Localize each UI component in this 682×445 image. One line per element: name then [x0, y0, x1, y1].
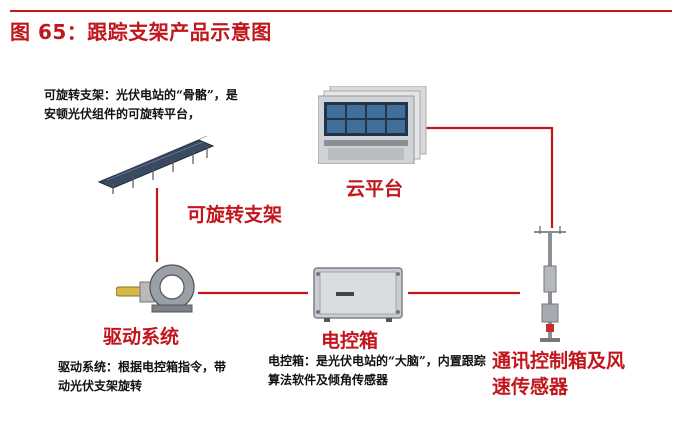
monitoring-screens-icon [317, 85, 428, 168]
comm-box-label: 通讯控制箱及风速传感器 [492, 350, 626, 398]
solar-tracker-array-icon [95, 132, 215, 198]
cloud-platform-label: 云平台 [346, 178, 404, 200]
control-box-icon [312, 266, 404, 326]
wind-sensor-pole-icon [528, 226, 572, 348]
page-title: 图 65：跟踪支架产品示意图 [10, 20, 272, 44]
title-rule [10, 10, 672, 12]
slewing-drive-icon [115, 262, 198, 318]
drive-system-description: 驱动系统：根据电控箱指令，带动光伏支架旋转 [58, 360, 227, 393]
drive-system-label: 驱动系统 [103, 326, 180, 348]
rotating-bracket-description: 可旋转支架：光伏电站的“骨骼”，是安顿光伏组件的可旋转平台， [44, 88, 238, 121]
connector-cloud-comm [410, 126, 554, 228]
rotating-bracket-label: 可旋转支架 [187, 204, 283, 226]
control-box-description: 电控箱：是光伏电站的“大脑”，内置跟踪算法软件及倾角传感器 [268, 354, 486, 387]
control-box-label: 电控箱 [321, 330, 379, 352]
